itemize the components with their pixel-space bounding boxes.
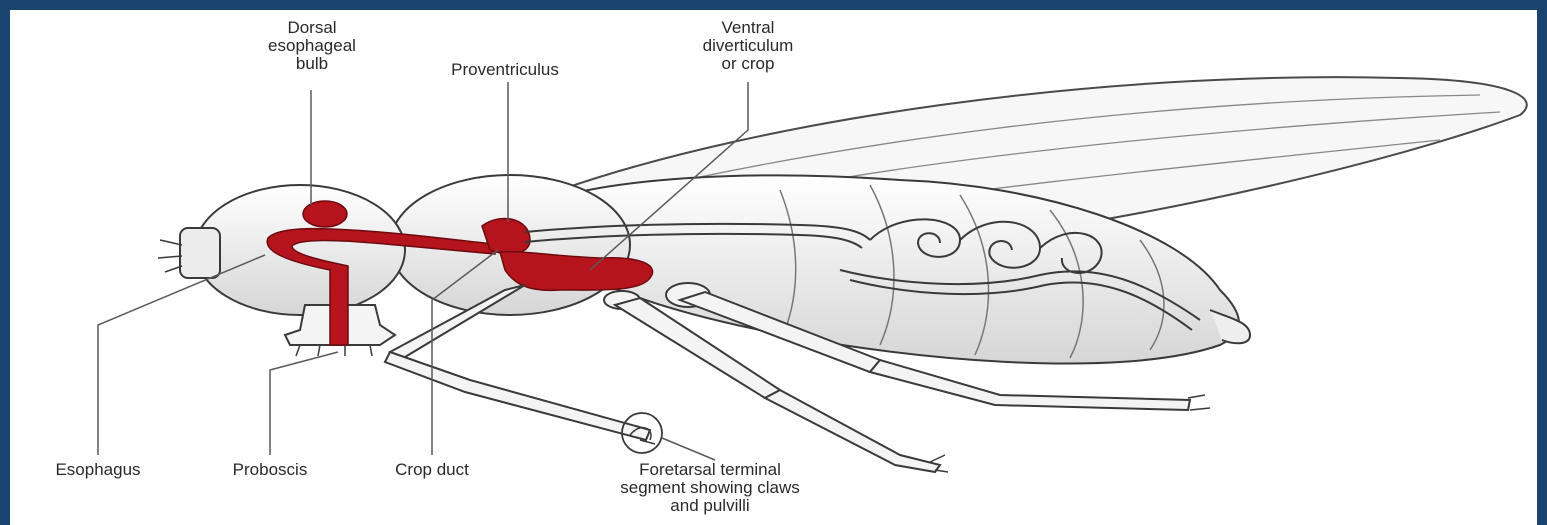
- label-crop-duct: Crop duct: [372, 461, 492, 479]
- label-esophagus: Esophagus: [18, 461, 178, 479]
- label-proventriculus: Proventriculus: [405, 61, 605, 79]
- label-proboscis: Proboscis: [200, 461, 340, 479]
- label-dorsal-esophageal-bulb: Dorsal esophageal bulb: [262, 19, 362, 73]
- label-foretarsal-terminal: Foretarsal terminal segment showing claw…: [580, 461, 840, 515]
- label-ventral-diverticulum: Ventral diverticulum or crop: [678, 19, 818, 73]
- head: [195, 185, 405, 315]
